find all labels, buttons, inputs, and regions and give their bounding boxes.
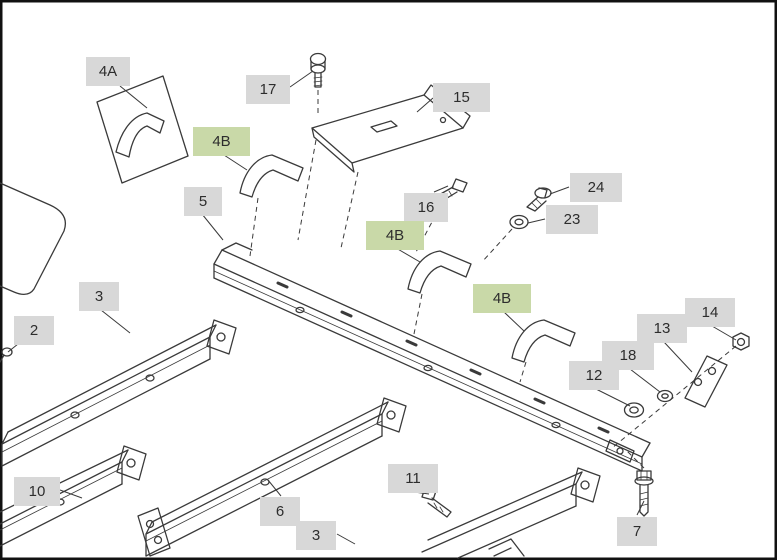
- part-label-10[interactable]: 10: [14, 477, 60, 506]
- washer-18-drawing: [656, 389, 674, 403]
- part-label-15[interactable]: 15: [433, 83, 490, 112]
- bolt-7-drawing: [634, 470, 654, 517]
- assembly-dashed-lines: [249, 90, 737, 469]
- part-label-7[interactable]: 7: [617, 517, 657, 546]
- nut-14-drawing: [732, 332, 750, 351]
- clip-4b-3-drawing: [511, 319, 576, 363]
- detail-box-4a-drawing: [96, 75, 189, 184]
- channel-3b-drawing: [421, 467, 601, 559]
- part-label-4b-3[interactable]: 4B: [473, 284, 531, 313]
- clip-4b-2-drawing: [407, 250, 472, 294]
- washer-23-drawing: [509, 214, 529, 230]
- channel-3-drawing: [1, 319, 237, 467]
- part-label-12[interactable]: 12: [569, 361, 619, 390]
- part-label-16[interactable]: 16: [404, 193, 448, 222]
- part-label-4a[interactable]: 4A: [86, 57, 130, 86]
- part-label-5[interactable]: 5: [184, 187, 222, 216]
- channel-6-drawing: [137, 397, 407, 557]
- bolt-17-drawing: [309, 52, 327, 88]
- part-label-13[interactable]: 13: [637, 314, 687, 343]
- channel-10-drawing: [0, 445, 147, 547]
- part-label-14[interactable]: 14: [685, 298, 735, 327]
- washer-12-drawing: [623, 402, 645, 418]
- part-label-24[interactable]: 24: [570, 173, 622, 202]
- part-label-4b-2[interactable]: 4B: [366, 221, 424, 250]
- bolt-2-drawing: [0, 347, 13, 363]
- part-label-17[interactable]: 17: [246, 75, 290, 104]
- plate-13-drawing: [684, 355, 728, 408]
- part-label-2[interactable]: 2: [14, 316, 54, 345]
- panel-top-left-drawing: [0, 182, 67, 296]
- part-label-4b-1[interactable]: 4B: [193, 127, 250, 156]
- bracket-bottom-drawing: [488, 538, 525, 557]
- part-label-6[interactable]: 6: [260, 497, 300, 526]
- part-label-3-2[interactable]: 3: [296, 521, 336, 550]
- part-label-23[interactable]: 23: [546, 205, 598, 234]
- screw-24-drawing: [526, 187, 552, 212]
- rail-5-drawing: [213, 242, 651, 472]
- clip-4b-1-drawing: [239, 154, 304, 198]
- part-label-11[interactable]: 11: [388, 464, 438, 493]
- part-label-3-1[interactable]: 3: [79, 282, 119, 311]
